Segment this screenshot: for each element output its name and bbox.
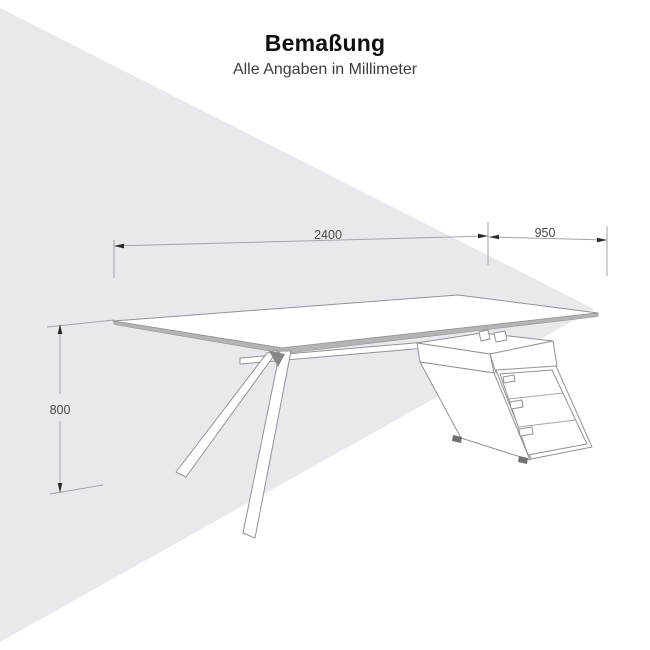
drawer-divider (517, 419, 577, 428)
diagram-header: Bemaßung Alle Angaben in Millimeter (0, 30, 650, 79)
dim-label-950: 950 (535, 226, 556, 240)
mounting-bracket (493, 330, 508, 343)
page-title: Bemaßung (264, 30, 386, 56)
drawer-handle (509, 399, 524, 410)
arrowhead-right (478, 233, 488, 239)
dimension-width: 2400 (113, 222, 489, 278)
drawer-foot (518, 456, 528, 464)
arrowhead-left (114, 243, 124, 249)
drawer-handle (502, 374, 516, 384)
mounting-bracket (478, 329, 491, 342)
arrowhead-right (597, 237, 607, 243)
dimension-line-950 (488, 236, 608, 241)
drawer-unit-side-panel (419, 361, 531, 461)
dimension-height: 800 (46, 319, 115, 495)
extension-line-top (46, 319, 115, 328)
dimension-depth: 950 (488, 226, 608, 276)
dim-label-800: 800 (50, 403, 71, 417)
drawer-unit (416, 329, 593, 464)
page-subtitle: Alle Angaben in Millimeter (232, 61, 418, 78)
desk-leg-right (242, 350, 292, 539)
drawer-unit-upper-right-face (489, 340, 558, 374)
drawer-foot (452, 435, 462, 443)
arrowhead-left (489, 234, 499, 240)
drawer-handle (518, 426, 534, 437)
leg-joint-bracket (269, 351, 285, 367)
desk-leg-left (175, 349, 279, 478)
dim-label-2400: 2400 (314, 228, 342, 242)
extension-line-bottom (49, 484, 104, 495)
desk-edge-band (112, 312, 599, 354)
arrowhead-up (57, 324, 63, 334)
dimension-line-2400 (113, 235, 489, 247)
drawer-divider (508, 392, 564, 400)
arrowhead-down (57, 483, 63, 493)
